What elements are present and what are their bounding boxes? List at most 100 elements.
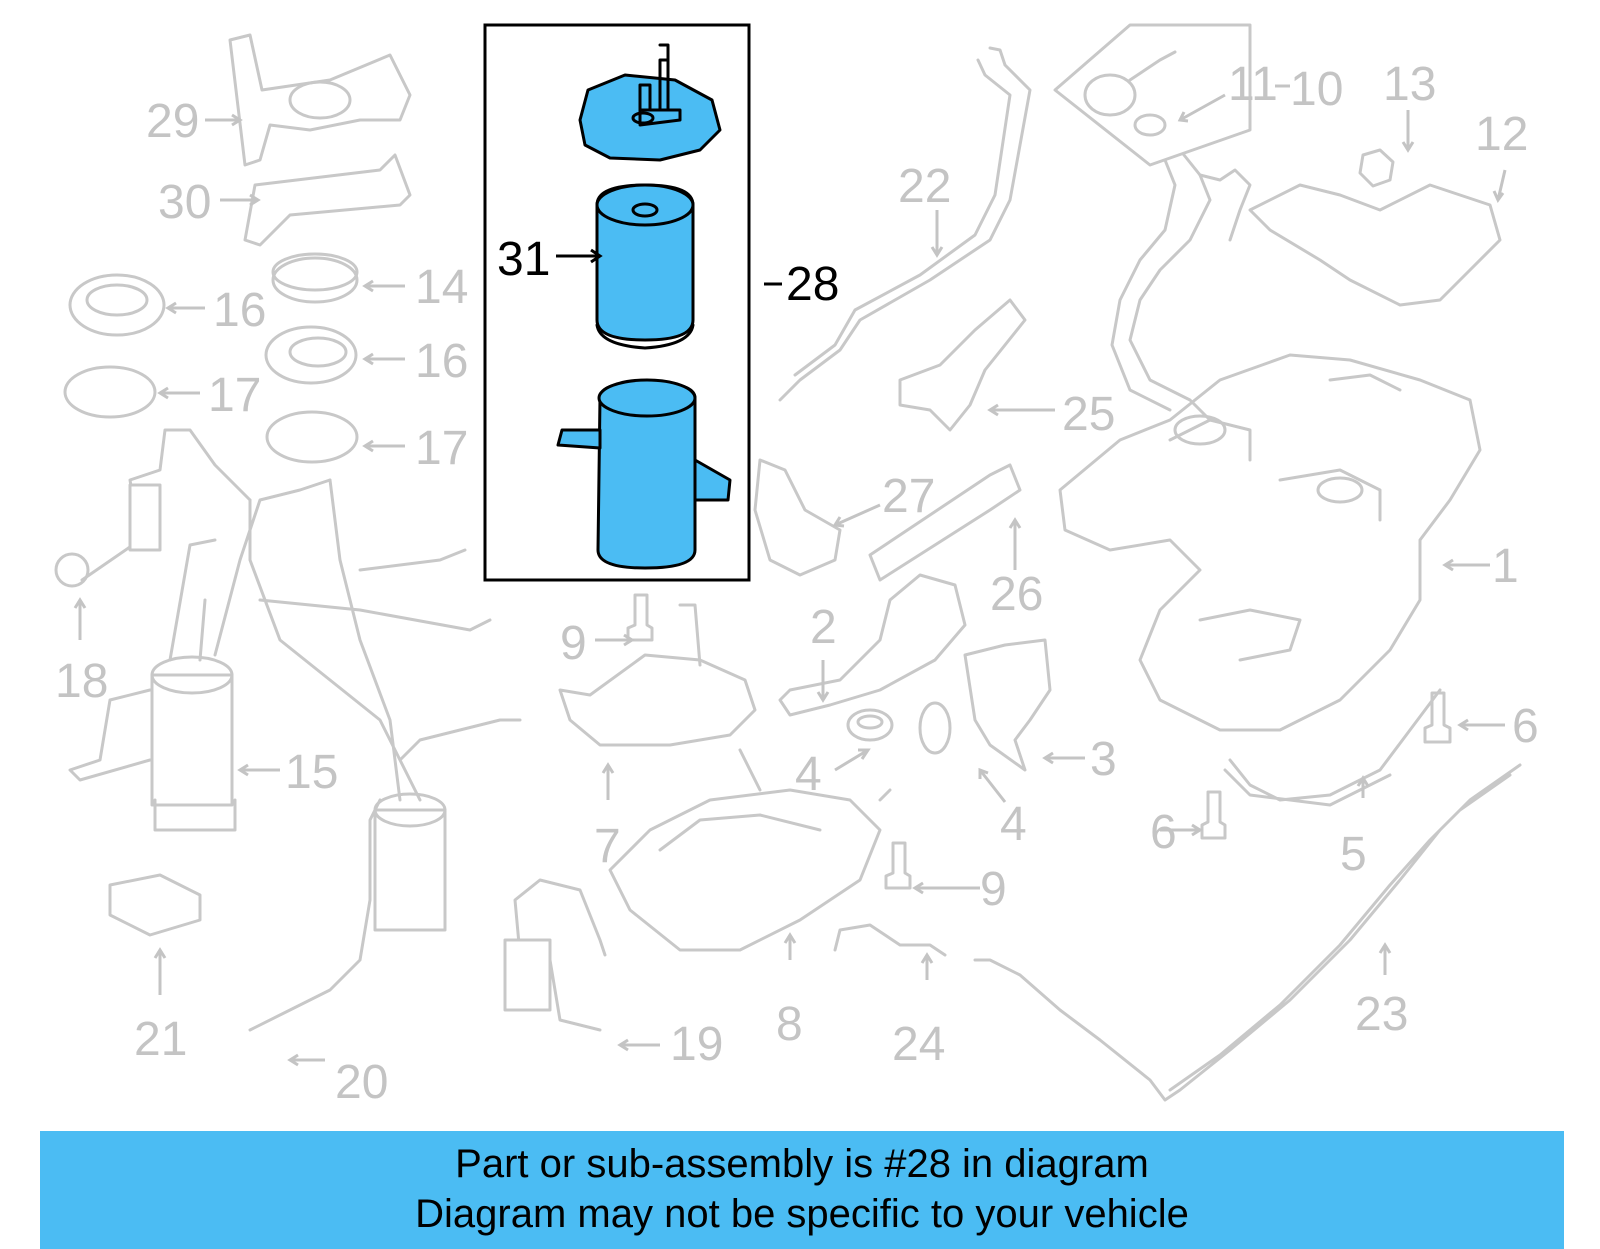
callout-25: 25 bbox=[1062, 388, 1115, 441]
canister-top-cap bbox=[578, 73, 722, 162]
part-3-shield bbox=[963, 638, 1052, 772]
callout-17-right: 17 bbox=[415, 422, 468, 475]
part-2-shield bbox=[778, 573, 967, 717]
part-16-upper-inner bbox=[85, 283, 149, 317]
part-8-shield bbox=[608, 788, 882, 952]
assembly-28 bbox=[483, 23, 751, 582]
part-filler-hose bbox=[1198, 168, 1252, 242]
callout-labels: 29 30 14 16 16 17 17 18 15 21 20 19 9 7 … bbox=[55, 58, 1539, 1109]
part-18-sender bbox=[128, 483, 162, 552]
callout-17-left: 17 bbox=[208, 369, 261, 422]
canister-top-fittings bbox=[638, 43, 682, 127]
part-16-lower-inner bbox=[288, 336, 348, 368]
canister-filter-port bbox=[631, 202, 659, 218]
banner-line-2: Diagram may not be specific to your vehi… bbox=[415, 1192, 1189, 1236]
callout-20: 20 bbox=[335, 1056, 388, 1109]
info-banner: Part or sub-assembly is #28 in diagram D… bbox=[40, 1131, 1564, 1249]
part-29-bracket bbox=[228, 33, 412, 167]
part-19-wire bbox=[513, 878, 607, 1032]
callout-18: 18 bbox=[55, 655, 108, 708]
part-18-float bbox=[54, 552, 90, 588]
callout-arrows bbox=[73, 93, 1507, 1067]
callout-22: 22 bbox=[898, 160, 951, 213]
part-11-cap bbox=[1083, 73, 1137, 117]
part-9-bolt-upper bbox=[626, 593, 654, 642]
part-14-ring-inner bbox=[271, 252, 359, 292]
callout-29: 29 bbox=[146, 95, 199, 148]
part-16-lower bbox=[264, 325, 358, 385]
canister-housing-left-tab bbox=[556, 428, 602, 450]
part-24-pipe bbox=[833, 923, 947, 957]
callout-5: 5 bbox=[1340, 828, 1367, 881]
canister-filter-rim bbox=[595, 323, 695, 350]
callout-24: 24 bbox=[892, 1018, 945, 1071]
part-10-cap-box bbox=[1053, 23, 1252, 167]
part-25-bracket bbox=[898, 298, 1027, 432]
callout-16-lower: 16 bbox=[415, 335, 468, 388]
part-6-bolt-lower bbox=[1200, 790, 1227, 840]
part-26-rail bbox=[868, 463, 1022, 582]
part-10-tether bbox=[1128, 50, 1177, 82]
part-6-bolt-right bbox=[1423, 691, 1452, 744]
callout-21: 21 bbox=[134, 1013, 187, 1066]
callout-28: 28 bbox=[786, 258, 839, 311]
part-7-shield bbox=[558, 653, 757, 747]
part-15-pump bbox=[150, 673, 234, 807]
callout-6-lower: 6 bbox=[1150, 806, 1177, 859]
part-27-bracket bbox=[753, 458, 842, 577]
callout-19: 19 bbox=[670, 1018, 723, 1071]
part-21-connector bbox=[108, 873, 202, 937]
canister-top-port bbox=[631, 111, 655, 125]
callout-1: 1 bbox=[1492, 540, 1519, 593]
part-18-arm bbox=[80, 428, 252, 582]
part-12-shield bbox=[1248, 183, 1502, 307]
part-23-line bbox=[973, 763, 1522, 1102]
background-parts bbox=[54, 23, 1522, 1102]
banner-line-1: Part or sub-assembly is #28 in diagram bbox=[455, 1142, 1149, 1186]
part-1-tank-port2 bbox=[1316, 476, 1364, 504]
callout-11: 11 bbox=[1228, 58, 1278, 111]
part-1-fuel-tank bbox=[1058, 353, 1482, 732]
part-29-hole bbox=[288, 80, 352, 120]
part-filler-neck bbox=[1110, 148, 1212, 422]
callout-23: 23 bbox=[1355, 988, 1408, 1041]
part-8-detail bbox=[658, 748, 892, 852]
part-15-top bbox=[150, 655, 234, 695]
callout-30: 30 bbox=[158, 176, 211, 229]
part-13-nut bbox=[1358, 148, 1395, 188]
callout-4-right: 4 bbox=[1000, 798, 1027, 851]
callout-15: 15 bbox=[285, 746, 338, 799]
part-1-tank-port bbox=[1173, 414, 1227, 446]
part-17-seal-left bbox=[63, 365, 157, 419]
callout-8: 8 bbox=[776, 998, 803, 1051]
callout-27: 27 bbox=[882, 470, 935, 523]
assembly-28-frame bbox=[483, 23, 751, 582]
part-5-strap bbox=[1223, 688, 1442, 807]
callout-13: 13 bbox=[1383, 58, 1436, 111]
part-20-pump bbox=[373, 808, 447, 932]
callout-16-upper: 16 bbox=[213, 284, 266, 337]
part-1-tank-detail bbox=[1168, 373, 1402, 662]
callout-9-upper: 9 bbox=[560, 617, 587, 670]
part-20-pump-top bbox=[373, 792, 447, 828]
part-16-upper bbox=[68, 273, 166, 337]
part-14-ring bbox=[271, 256, 359, 304]
part-17-seal-right bbox=[265, 410, 359, 464]
callout-2: 2 bbox=[810, 601, 837, 654]
callout-12: 12 bbox=[1475, 108, 1528, 161]
part-9-bolt-lower bbox=[884, 841, 912, 890]
part-30-bracket bbox=[243, 153, 412, 247]
part-20-harness bbox=[248, 478, 522, 1032]
callout-9-lower: 9 bbox=[980, 863, 1007, 916]
callout-7: 7 bbox=[594, 820, 621, 873]
part-4-grommet-inner bbox=[856, 714, 884, 730]
canister-housing-top bbox=[597, 378, 697, 418]
part-22-line bbox=[778, 46, 1032, 402]
callout-14: 14 bbox=[415, 261, 468, 314]
callout-31: 31 bbox=[497, 233, 550, 286]
callout-10: 10 bbox=[1290, 63, 1343, 116]
callout-4-left: 4 bbox=[795, 748, 822, 801]
part-11-seal bbox=[1133, 113, 1167, 137]
callout-6-right: 6 bbox=[1512, 700, 1539, 753]
